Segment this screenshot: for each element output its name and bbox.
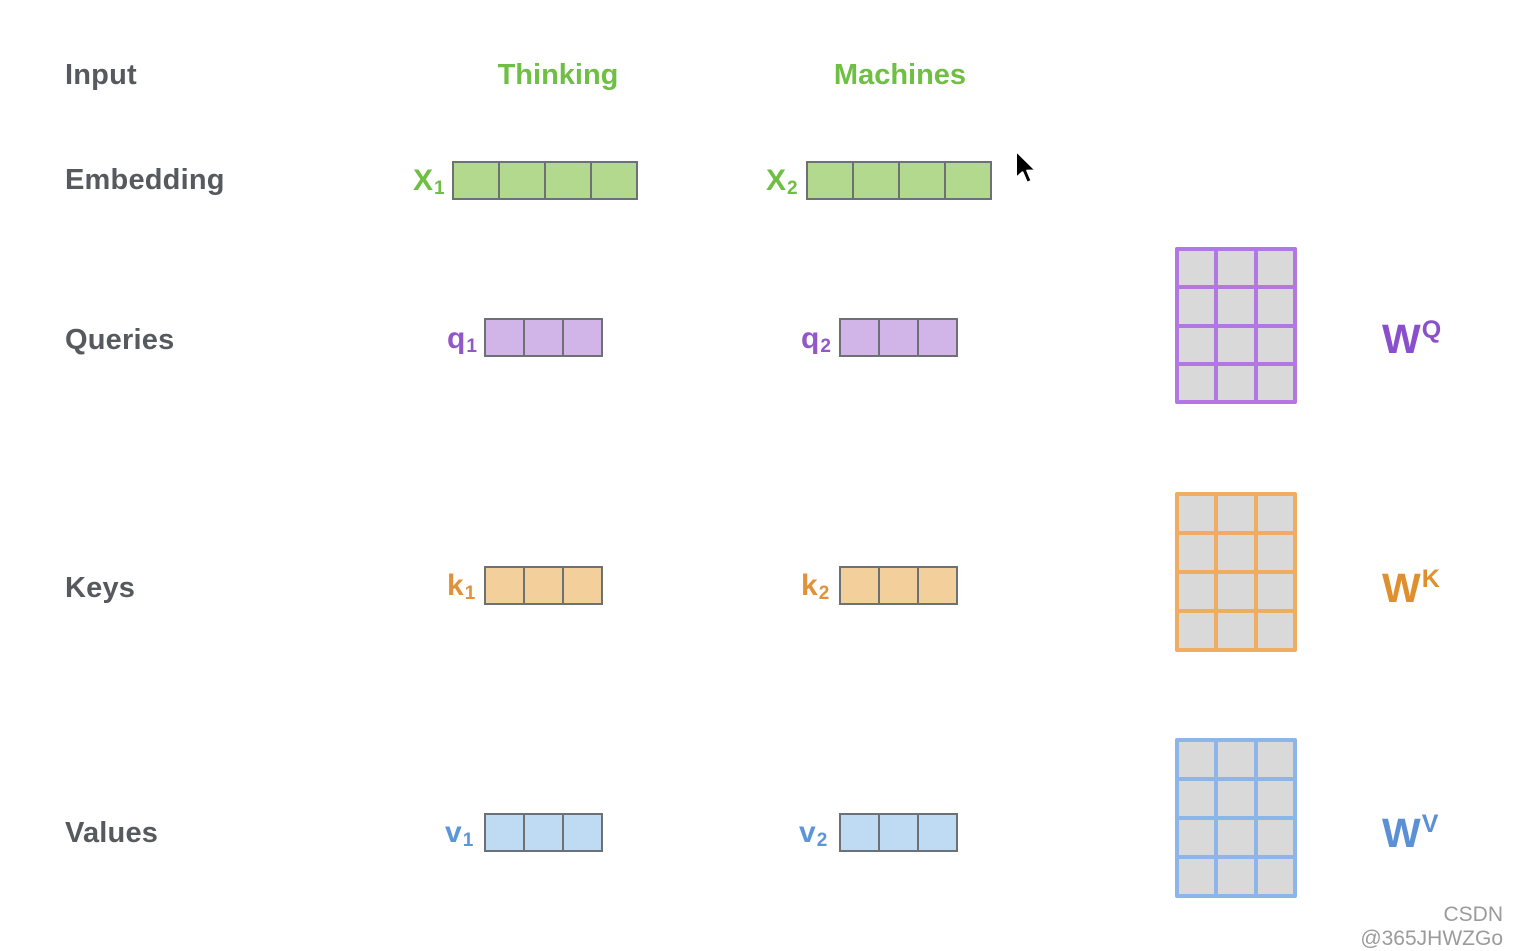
v1-label: v1 — [445, 816, 474, 851]
matrix-cell — [486, 815, 525, 850]
matrix-cell — [1257, 574, 1293, 609]
row-label-embedding: Embedding — [65, 164, 225, 196]
matrix-cell — [1179, 781, 1215, 816]
matrix-cell — [454, 163, 500, 198]
v1-vector — [484, 813, 603, 852]
wk-label: WK — [1382, 565, 1440, 611]
matrix-cell — [525, 568, 564, 603]
matrix-cell — [486, 568, 525, 603]
matrix-cell — [1218, 820, 1254, 855]
k1-label: k1 — [447, 569, 476, 604]
x1-vector — [452, 161, 638, 200]
matrix-cell — [525, 815, 564, 850]
matrix-cell — [1257, 251, 1293, 286]
matrix-cell — [1218, 742, 1254, 777]
matrix-cell — [808, 163, 854, 198]
v2-vector — [839, 813, 958, 852]
q2-vector — [839, 318, 958, 357]
row-label-values: Values — [65, 817, 159, 849]
matrix-cell — [1218, 613, 1254, 648]
matrix-cell — [486, 320, 525, 355]
matrix-cell — [1257, 742, 1293, 777]
matrix-cell — [919, 568, 956, 603]
watermark: CSDN @365JHWZGo — [1360, 903, 1503, 950]
matrix-cell — [564, 815, 601, 850]
matrix-cell — [546, 163, 592, 198]
matrix-cell — [1179, 496, 1215, 531]
mouse-cursor-icon — [1014, 150, 1040, 188]
matrix-cell — [1179, 251, 1215, 286]
wk-matrix — [1175, 492, 1297, 652]
row-label-queries: Queries — [65, 324, 175, 356]
matrix-cell — [919, 815, 956, 850]
k2-label: k2 — [801, 569, 830, 604]
matrix-cell — [1218, 574, 1254, 609]
matrix-cell — [1257, 327, 1293, 362]
matrix-cell — [1179, 535, 1215, 570]
matrix-cell — [1179, 365, 1215, 400]
matrix-cell — [1218, 365, 1254, 400]
matrix-cell — [1257, 496, 1293, 531]
q2-label: q2 — [801, 322, 831, 357]
k1-vector — [484, 566, 603, 605]
x2-vector — [806, 161, 992, 200]
matrix-cell — [1218, 496, 1254, 531]
matrix-cell — [1218, 859, 1254, 894]
matrix-cell — [841, 815, 880, 850]
matrix-cell — [1218, 251, 1254, 286]
matrix-cell — [880, 320, 919, 355]
q1-vector — [484, 318, 603, 357]
matrix-cell — [1179, 820, 1215, 855]
wq-matrix — [1175, 247, 1297, 404]
wq-label: WQ — [1382, 316, 1442, 362]
matrix-cell — [946, 163, 990, 198]
matrix-cell — [1218, 327, 1254, 362]
matrix-cell — [592, 163, 636, 198]
matrix-cell — [1257, 820, 1293, 855]
matrix-cell — [1218, 289, 1254, 324]
matrix-cell — [1218, 535, 1254, 570]
matrix-cell — [1179, 574, 1215, 609]
row-label-keys: Keys — [65, 572, 136, 604]
wv-matrix — [1175, 738, 1297, 898]
matrix-cell — [525, 320, 564, 355]
x1-label: X1 — [413, 164, 445, 199]
matrix-cell — [500, 163, 546, 198]
matrix-cell — [1179, 859, 1215, 894]
matrix-cell — [1218, 781, 1254, 816]
matrix-cell — [564, 320, 601, 355]
k2-vector — [839, 566, 958, 605]
matrix-cell — [880, 568, 919, 603]
matrix-cell — [880, 815, 919, 850]
matrix-cell — [841, 320, 880, 355]
v2-label: v2 — [799, 816, 828, 851]
matrix-cell — [564, 568, 601, 603]
matrix-cell — [1257, 365, 1293, 400]
x2-label: X2 — [766, 164, 798, 199]
row-label-input: Input — [65, 59, 137, 91]
matrix-cell — [1179, 613, 1215, 648]
matrix-cell — [1257, 289, 1293, 324]
matrix-cell — [1257, 613, 1293, 648]
q1-label: q1 — [447, 322, 477, 357]
matrix-cell — [1179, 289, 1215, 324]
matrix-cell — [854, 163, 900, 198]
word-machines: Machines — [833, 59, 967, 91]
wv-label: WV — [1382, 810, 1439, 856]
matrix-cell — [1257, 535, 1293, 570]
matrix-cell — [841, 568, 880, 603]
matrix-cell — [919, 320, 956, 355]
matrix-cell — [1257, 859, 1293, 894]
matrix-cell — [1257, 781, 1293, 816]
word-thinking: Thinking — [497, 59, 619, 91]
matrix-cell — [1179, 742, 1215, 777]
matrix-cell — [900, 163, 946, 198]
matrix-cell — [1179, 327, 1215, 362]
